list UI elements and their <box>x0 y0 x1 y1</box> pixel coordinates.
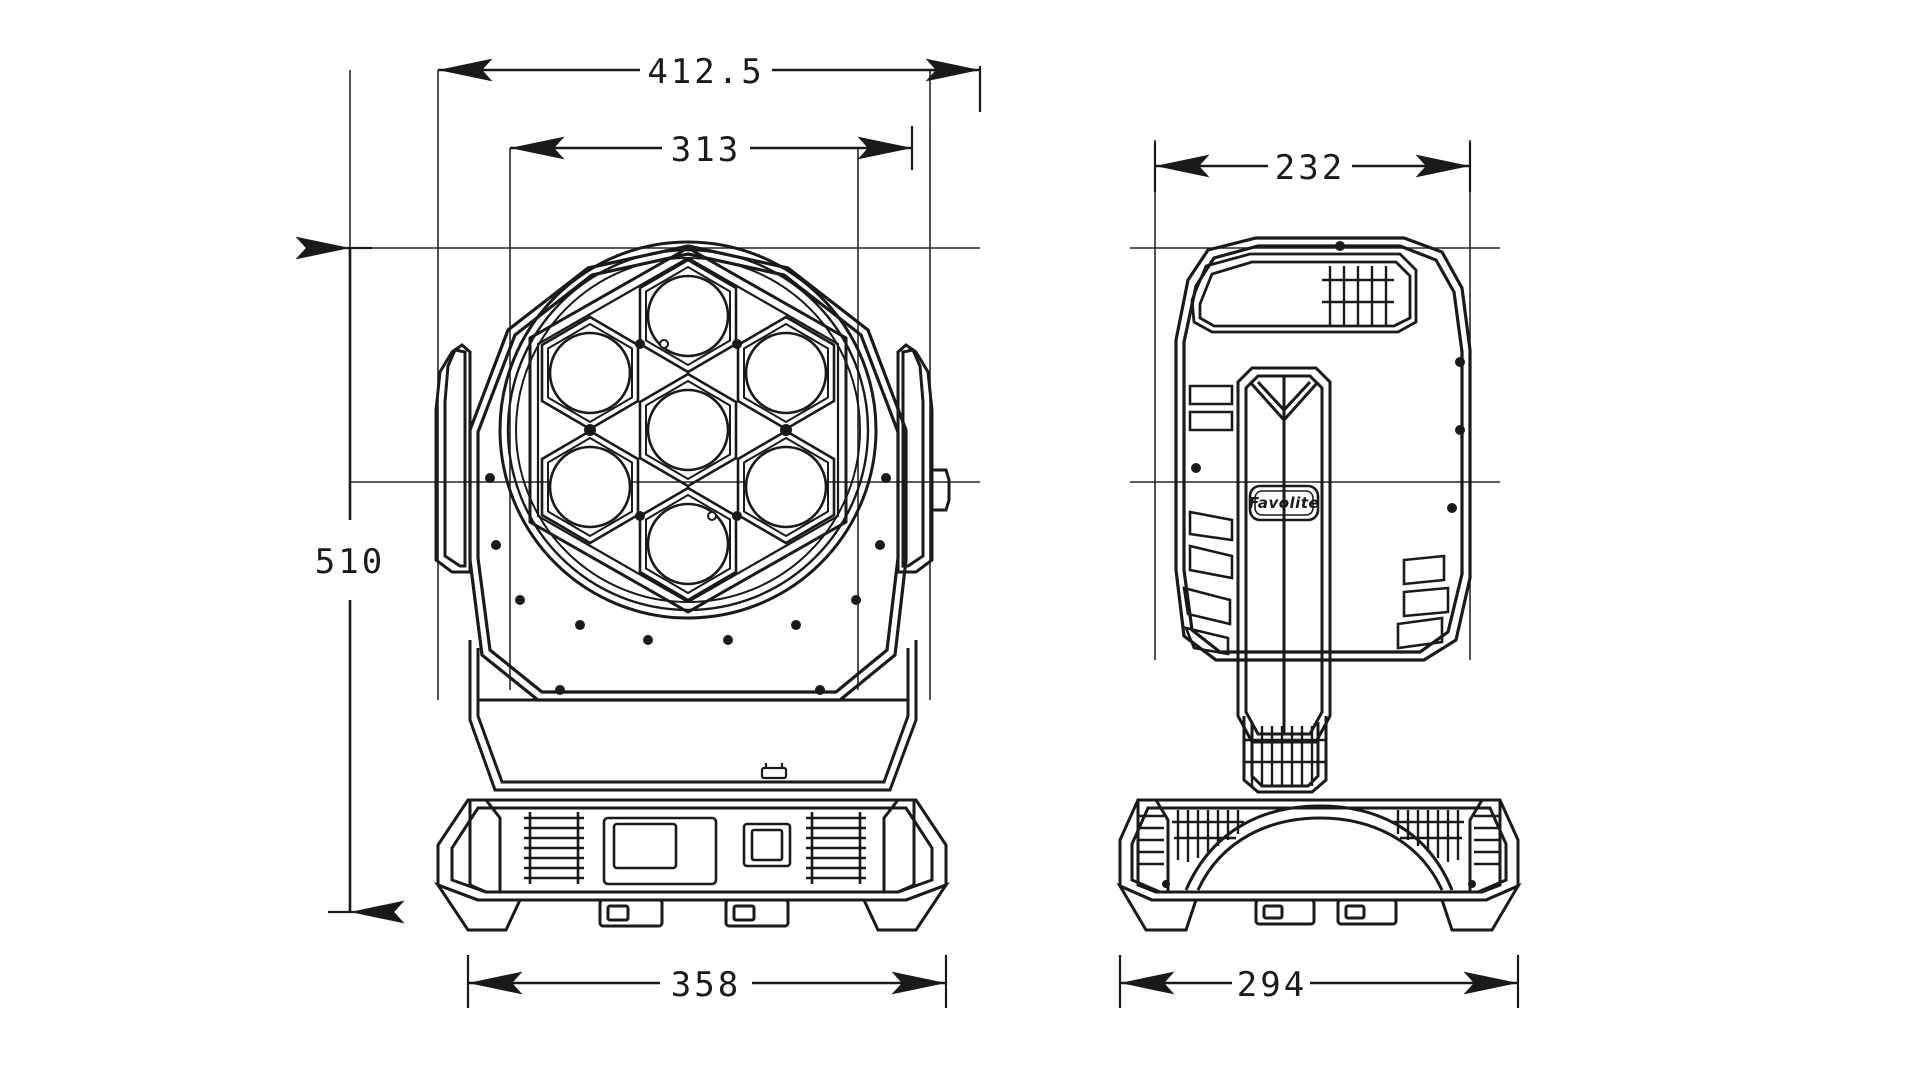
dimension-label-358: 358 <box>671 965 741 1005</box>
side-base-mesh-left <box>1172 810 1244 862</box>
front-base-feet <box>434 881 950 932</box>
side-base-screws <box>1162 880 1476 888</box>
front-lens-ring <box>498 240 878 620</box>
side-base-mesh-right <box>1392 810 1464 862</box>
side-housing-screws <box>1191 241 1465 513</box>
front-yoke-arms <box>434 343 951 574</box>
side-view-group: Favolite <box>1116 140 1522 932</box>
dimension-label-294: 294 <box>1237 965 1307 1005</box>
dimension-label-313: 313 <box>671 130 741 170</box>
front-lower-bracket <box>468 640 918 792</box>
front-vent-fins-right <box>806 812 866 884</box>
dimension-front-overall-width: 412.5 <box>438 52 982 112</box>
dimension-label-412-5: 412.5 <box>647 52 764 92</box>
dimension-front-overall-height: 510 <box>295 236 405 924</box>
dimension-front-base-width: 358 <box>466 955 948 1008</box>
front-vent-fins-left <box>524 812 584 884</box>
side-base-edge-fins <box>1138 814 1500 866</box>
front-connector-detail <box>760 763 788 780</box>
dimension-side-head-width: 232 <box>1153 142 1472 192</box>
dimension-label-510: 510 <box>315 542 385 582</box>
side-top-cowl <box>1190 252 1418 334</box>
side-brand-logo-badge: Favolite <box>1248 484 1320 522</box>
side-neck-fins <box>1244 726 1326 786</box>
brand-logo-text: Favolite <box>1249 494 1319 512</box>
front-face-screws <box>485 473 891 695</box>
front-view-group <box>349 70 980 932</box>
side-left-louvers <box>1182 384 1234 656</box>
side-base-feet <box>1116 882 1522 932</box>
front-led-mount-holes <box>659 339 717 521</box>
side-right-louvers <box>1396 554 1450 650</box>
dimension-side-base-width: 294 <box>1118 955 1520 1008</box>
dimension-label-232: 232 <box>1275 148 1345 188</box>
side-top-vent-slots <box>1322 266 1394 326</box>
front-led-junction-nodes <box>584 339 792 521</box>
dimension-front-head-width: 313 <box>510 126 914 170</box>
front-display-panel <box>602 816 792 886</box>
